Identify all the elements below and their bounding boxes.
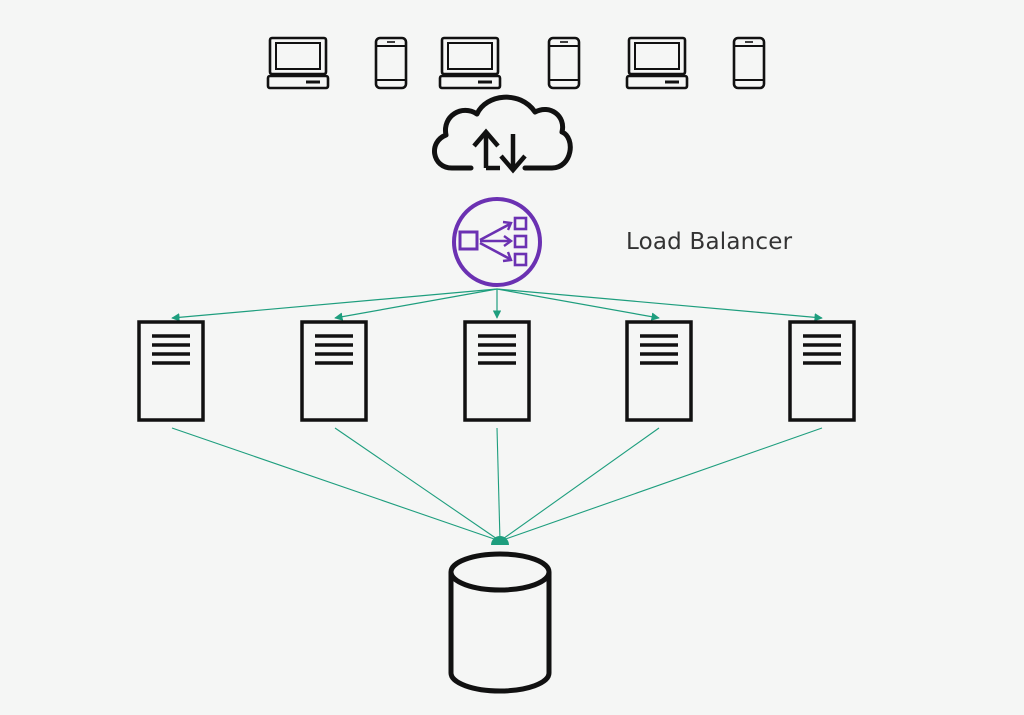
laptop-icon xyxy=(266,36,330,90)
phone-icon xyxy=(732,36,766,90)
connector-arrow xyxy=(496,288,823,322)
cloud-upload-download-icon xyxy=(432,94,573,174)
load-balancer-connectors xyxy=(171,288,823,322)
laptop-icon xyxy=(625,36,689,90)
connector-line xyxy=(171,427,501,542)
server-icon xyxy=(137,320,205,422)
load-balancer-icon xyxy=(452,197,542,287)
server-icon xyxy=(463,320,531,422)
connector-line xyxy=(496,427,501,542)
server-icon xyxy=(625,320,693,422)
connector-line xyxy=(499,427,660,542)
database-icon xyxy=(448,551,552,694)
connector-arrow xyxy=(334,288,498,321)
phone-icon xyxy=(547,36,581,90)
servers xyxy=(137,320,856,422)
connector-line xyxy=(499,427,823,542)
load-balancer-label: Load Balancer xyxy=(626,229,793,255)
connector-line xyxy=(334,427,501,542)
server-icon xyxy=(300,320,368,422)
phone-icon xyxy=(374,36,408,90)
client-devices xyxy=(266,36,766,90)
connector-junction xyxy=(491,536,509,545)
connector-arrow xyxy=(171,288,498,322)
server-icon xyxy=(788,320,856,422)
laptop-icon xyxy=(438,36,502,90)
connector-arrow xyxy=(496,288,660,321)
database-connectors xyxy=(171,427,823,545)
